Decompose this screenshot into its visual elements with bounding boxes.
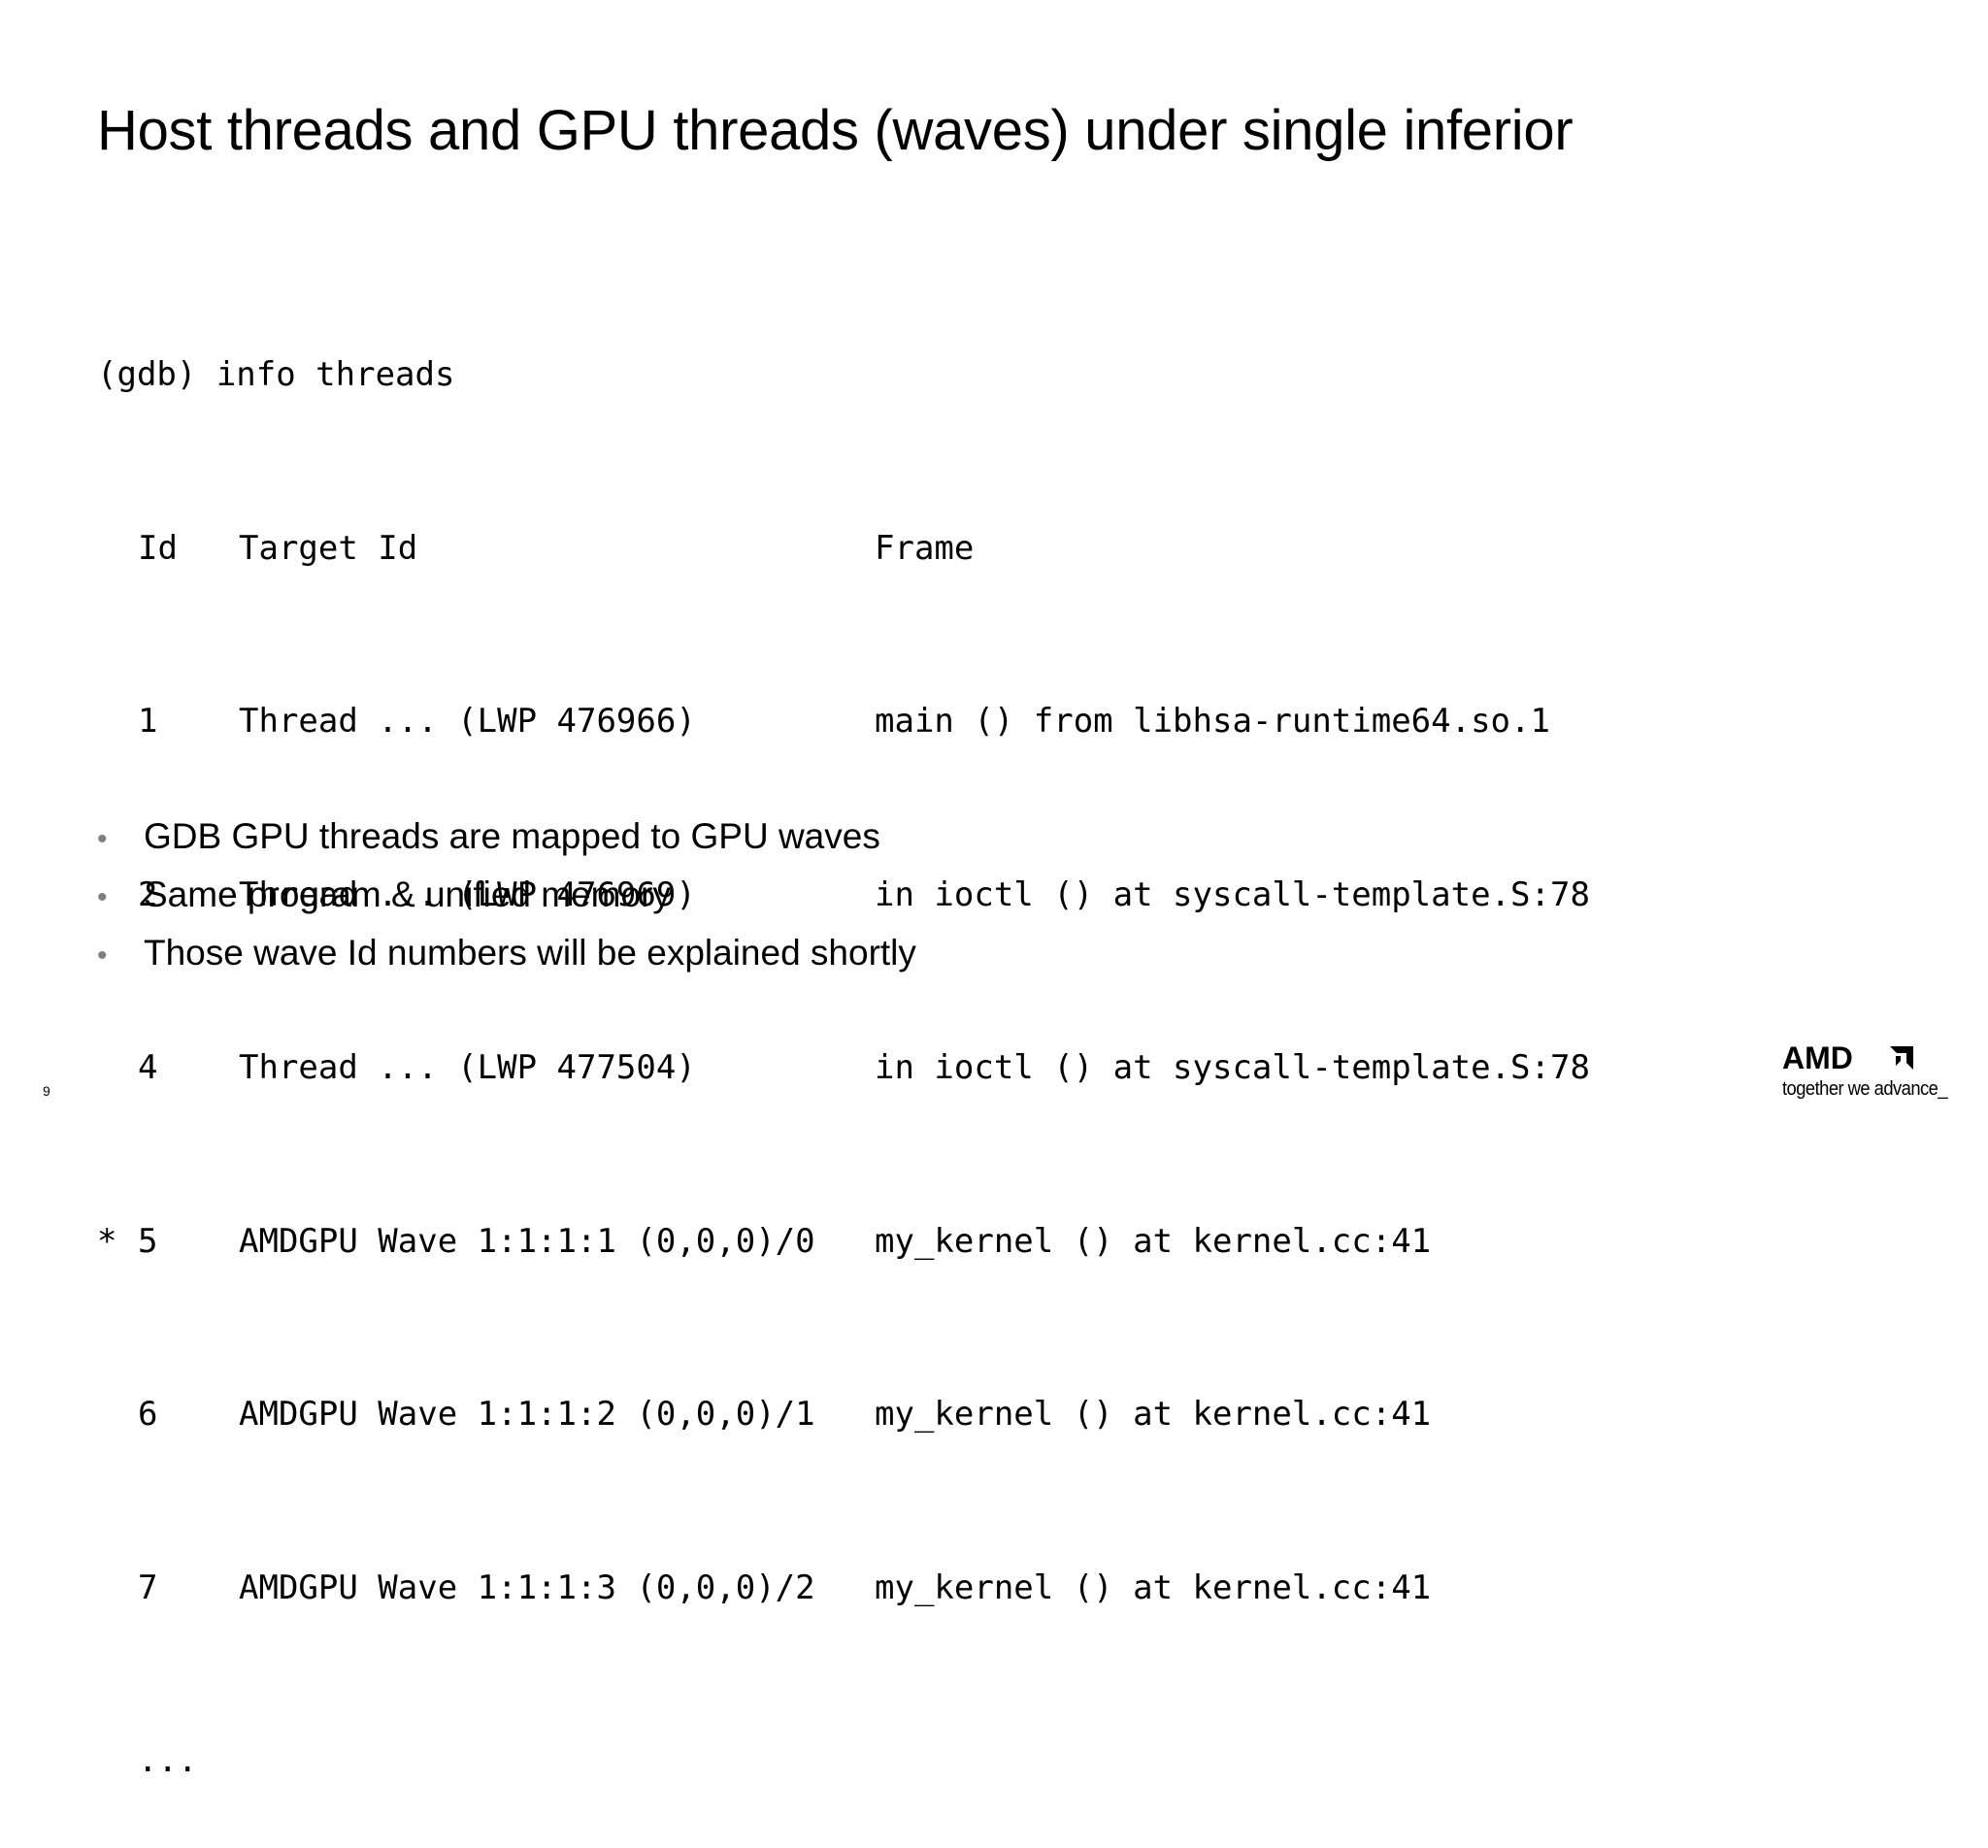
thread-target-id: AMDGPU Wave 1:1:1:1 (0,0,0)/0 <box>239 1221 815 1261</box>
thread-target-id: AMDGPU Wave 1:1:1:3 (0,0,0)/2 <box>239 1568 815 1607</box>
ellipsis-text: ... <box>138 1741 198 1780</box>
thread-frame: my_kernel () at kernel.cc:41 <box>875 1221 1432 1261</box>
bullet-item: • Same program & unified memory <box>97 866 916 924</box>
header-frame: Frame <box>875 528 975 568</box>
bullet-icon: • <box>97 881 108 913</box>
bullet-list: • GDB GPU threads are mapped to GPU waves… <box>97 808 916 982</box>
thread-id: 4 <box>138 1048 158 1087</box>
page-number: 9 <box>43 1083 50 1099</box>
gdb-command: (gdb) info threads <box>97 355 455 394</box>
header-target-id: Target Id <box>239 528 418 568</box>
current-thread-marker: * <box>97 1221 117 1261</box>
amd-arrow-icon <box>1890 1046 1913 1070</box>
bullet-text: Same program & unified memory <box>144 874 671 914</box>
thread-target-id: Thread ... (LWP 476969) <box>239 874 696 914</box>
bullet-text: Those wave Id numbers will be explained … <box>144 933 916 973</box>
thread-target-id: Thread ... (LWP 476966) <box>239 702 696 741</box>
thread-frame: in ioctl () at syscall-template.S:78 <box>875 1048 1590 1087</box>
thread-id: 2 <box>138 874 158 914</box>
bullet-text: GDB GPU threads are mapped to GPU waves <box>144 816 880 856</box>
logo-wordmark: AMD <box>1782 1040 1853 1075</box>
thread-target-id: AMDGPU Wave 1:1:1:2 (0,0,0)/1 <box>239 1395 815 1434</box>
thread-table-header: Id Target Id Frame <box>97 520 1590 578</box>
logo-tagline: together we advance_ <box>1782 1078 1948 1100</box>
thread-id: 1 <box>138 702 158 741</box>
thread-id: 6 <box>138 1395 158 1434</box>
thread-target-id: Thread ... (LWP 477504) <box>239 1048 696 1087</box>
truncation-ellipsis: ... <box>97 1732 1590 1791</box>
amd-logo: AMD together we advance_ <box>1782 1040 1967 1103</box>
header-id: Id <box>138 528 178 568</box>
thread-frame: my_kernel () at kernel.cc:41 <box>875 1568 1432 1607</box>
thread-row: 7 AMDGPU Wave 1:1:1:3 (0,0,0)/2 my_kernel … <box>97 1560 1590 1618</box>
thread-row: 4 Thread ... (LWP 477504) in ioctl () at s… <box>97 1040 1590 1098</box>
bullet-icon: • <box>97 823 108 855</box>
bullet-icon: • <box>97 940 108 972</box>
slide-title: Host threads and GPU threads (waves) und… <box>97 99 1574 162</box>
thread-row: 2 Thread ... (LWP 476969) in ioctl () at s… <box>97 867 1590 925</box>
thread-id: 7 <box>138 1568 158 1607</box>
thread-frame: main () from libhsa-runtime64.so.1 <box>875 702 1550 741</box>
thread-row: 6 AMDGPU Wave 1:1:1:2 (0,0,0)/1 my_kernel … <box>97 1386 1590 1444</box>
thread-frame: my_kernel () at kernel.cc:41 <box>875 1395 1432 1434</box>
thread-frame: in ioctl () at syscall-template.S:78 <box>875 874 1590 914</box>
bullet-item: • GDB GPU threads are mapped to GPU waves <box>97 808 916 866</box>
thread-row: 1 Thread ... (LWP 476966) main () from lib… <box>97 693 1590 751</box>
thread-row: * 5 AMDGPU Wave 1:1:1:1 (0,0,0)/0 my_kernel… <box>97 1213 1590 1271</box>
thread-id: 5 <box>138 1221 158 1261</box>
bullet-item: • Those wave Id numbers will be explained… <box>97 924 916 982</box>
